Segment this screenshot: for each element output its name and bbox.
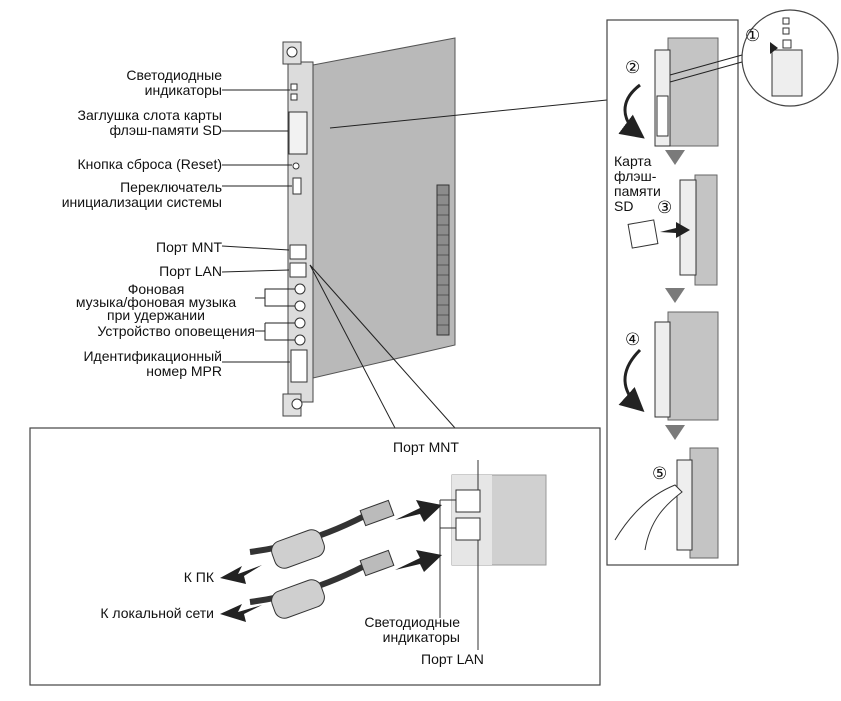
port-lan-label: Порт LAN [159, 263, 222, 279]
to-lan-label: К локальной сети [100, 605, 214, 621]
detail-port-lan-label: Порт LAN [421, 651, 484, 667]
init-switch-label: Переключатель инициализации системы [61, 179, 222, 210]
step-5-icon: ⑤ [652, 464, 668, 483]
down-arrow-icon [665, 425, 685, 440]
arrow-left-icon [220, 604, 262, 622]
arrow-to-port-icon [395, 500, 442, 522]
step-2-icon: ② [625, 58, 641, 77]
step-1-icon: ① [745, 26, 761, 45]
to-pc-label: К ПК [183, 569, 214, 585]
arrow-left-icon [220, 565, 262, 584]
step-3-icon: ③ [657, 198, 673, 217]
detail-leds-label: Светодиодные индикаторы [364, 614, 460, 645]
step-4-icon: ④ [625, 330, 641, 349]
mpr-id-label: Идентификационный номер MPR [83, 348, 222, 379]
leader-lines [221, 89, 608, 429]
detail-port-mnt-label: Порт MNT [393, 439, 459, 455]
music-on-hold-label: Фоновая музыка/фоновая музыка при удержа… [75, 281, 237, 323]
cable-pc [220, 499, 442, 584]
port-mnt-label: Порт MNT [156, 239, 222, 255]
steps-panel [606, 19, 739, 566]
reset-button-label: Кнопка сброса (Reset) [77, 156, 222, 172]
cable-lan [220, 549, 442, 622]
sd-card-label: Карта флэш- памяти SD [614, 153, 661, 214]
detail-panel [29, 427, 601, 686]
magnified-led-view [669, 9, 839, 107]
sd-slot-cover-label: Заглушка слота карты флэш-памяти SD [77, 107, 222, 138]
down-arrow-icon [665, 150, 685, 165]
main-card [282, 37, 456, 417]
paging-device-label: Устройство оповещения [97, 323, 255, 339]
led-indicators-label: Светодиодные индикаторы [126, 67, 222, 98]
down-arrow-icon [665, 288, 685, 303]
arrow-to-port-icon [395, 550, 442, 572]
